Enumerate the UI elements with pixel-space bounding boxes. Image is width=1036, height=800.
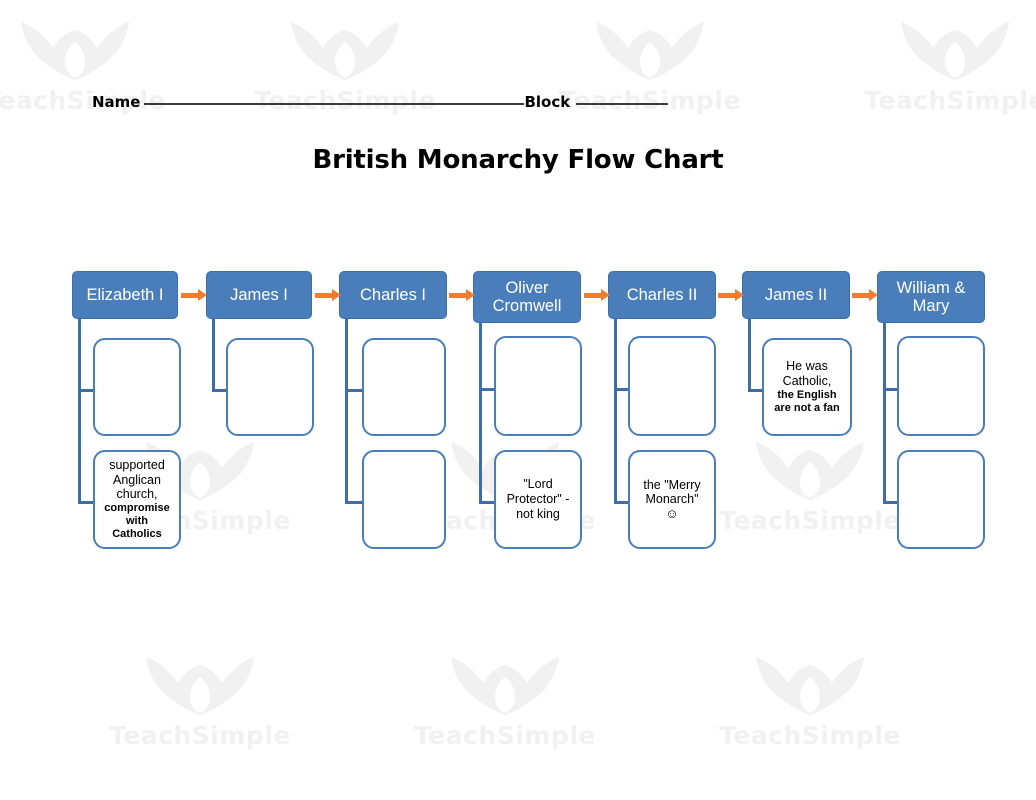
note-box-blank-william-mary-note-2[interactable] — [897, 450, 985, 549]
connector-trunk-charles-ii — [614, 319, 617, 502]
connector-branch-charles-i-note-1 — [345, 388, 364, 392]
note-line: the "Merry — [643, 477, 701, 492]
note-box-blank-james-i-note-1[interactable] — [226, 338, 314, 436]
monarch-label: Charles II — [626, 285, 698, 304]
connector-trunk-charles-i — [345, 319, 348, 502]
connector-branch-oliver-cromwell-note-2 — [479, 501, 496, 505]
student-info-row: Name Block — [92, 93, 672, 111]
note-line: supported — [109, 457, 165, 472]
arrow-shaft — [315, 292, 332, 298]
note-line: Anglican — [113, 472, 161, 487]
note-line: not king — [516, 506, 560, 521]
block-write-line[interactable] — [576, 102, 669, 105]
note-line: "Lord — [523, 477, 553, 492]
monarch-label: James I — [230, 285, 288, 304]
connector-trunk-james-i — [212, 319, 215, 389]
note-line: Catholic, — [782, 374, 832, 389]
connector-branch-charles-ii-note-1 — [614, 388, 630, 391]
monarch-box-charles-ii[interactable]: Charles II — [608, 271, 716, 319]
connector-branch-james-i-note-1 — [212, 388, 228, 392]
monarch-box-james-ii[interactable]: James II — [742, 271, 850, 319]
arrow-head — [601, 289, 610, 301]
arrow-head — [332, 289, 341, 301]
right-arrow-icon — [449, 289, 475, 301]
monarch-label: Charles I — [359, 285, 427, 304]
monarch-box-james-i[interactable]: James I — [206, 271, 312, 319]
arrow-shaft — [181, 292, 198, 298]
note-box-blank-elizabeth-i-note-1[interactable] — [93, 338, 181, 436]
connector-trunk-william-mary — [883, 323, 886, 502]
connector-branch-charles-i-note-2 — [345, 501, 364, 505]
note-line: with Catholics — [112, 515, 162, 541]
note-line: are not a fan — [774, 401, 840, 414]
connector-branch-charles-ii-note-2 — [614, 501, 630, 505]
note-line: He was — [786, 359, 828, 374]
name-label: Name — [92, 93, 141, 111]
arrow-head — [466, 289, 475, 301]
arrow-head — [869, 289, 878, 301]
arrow-shaft — [449, 292, 466, 298]
note-box-blank-charles-i-note-1[interactable] — [362, 338, 446, 436]
connector-branch-elizabeth-i-note-1 — [78, 388, 95, 392]
connector-branch-william-mary-note-1 — [883, 388, 899, 391]
connector-branch-oliver-cromwell-note-1 — [479, 388, 496, 391]
note-line: ☺ — [665, 506, 679, 522]
monarch-box-oliver-cromwell[interactable]: Oliver Cromwell — [473, 271, 581, 323]
right-arrow-icon — [315, 289, 341, 301]
name-write-line[interactable] — [144, 102, 525, 105]
right-arrow-icon — [852, 289, 878, 301]
note-line: the English — [777, 388, 837, 401]
connector-branch-elizabeth-i-note-2 — [78, 501, 95, 505]
note-line: compromise — [104, 502, 170, 515]
arrow-shaft — [584, 292, 601, 298]
block-label: Block — [524, 93, 571, 111]
note-box-blank-charles-ii-note-1[interactable] — [628, 336, 716, 436]
monarch-label: Elizabeth I — [86, 285, 164, 304]
note-line: Monarch" — [645, 492, 699, 507]
arrow-shaft — [718, 292, 735, 298]
monarch-box-charles-i[interactable]: Charles I — [339, 271, 447, 319]
note-line: Protector" - — [506, 492, 570, 507]
right-arrow-icon — [718, 289, 744, 301]
arrow-head — [198, 289, 207, 301]
connector-trunk-james-ii — [748, 319, 751, 389]
monarch-label: William & Mary — [896, 278, 966, 315]
arrow-shaft — [852, 292, 869, 298]
right-arrow-icon — [584, 289, 610, 301]
connector-branch-james-ii-note-1 — [748, 388, 764, 392]
monarch-box-elizabeth-i[interactable]: Elizabeth I — [72, 271, 178, 319]
note-line: church, — [116, 487, 158, 502]
connector-trunk-elizabeth-i — [78, 319, 81, 502]
note-box-blank-william-mary-note-1[interactable] — [897, 336, 985, 436]
connector-trunk-oliver-cromwell — [479, 323, 482, 502]
monarch-box-william-mary[interactable]: William & Mary — [877, 271, 985, 323]
connector-branch-william-mary-note-2 — [883, 501, 899, 505]
arrow-head — [735, 289, 744, 301]
note-box-blank-charles-i-note-2[interactable] — [362, 450, 446, 549]
note-box-blank-oliver-cromwell-note-1[interactable] — [494, 336, 582, 436]
page-title: British Monarchy Flow Chart — [312, 145, 724, 175]
right-arrow-icon — [181, 289, 207, 301]
monarch-label: James II — [764, 285, 828, 304]
monarch-label: Oliver Cromwell — [492, 278, 562, 315]
